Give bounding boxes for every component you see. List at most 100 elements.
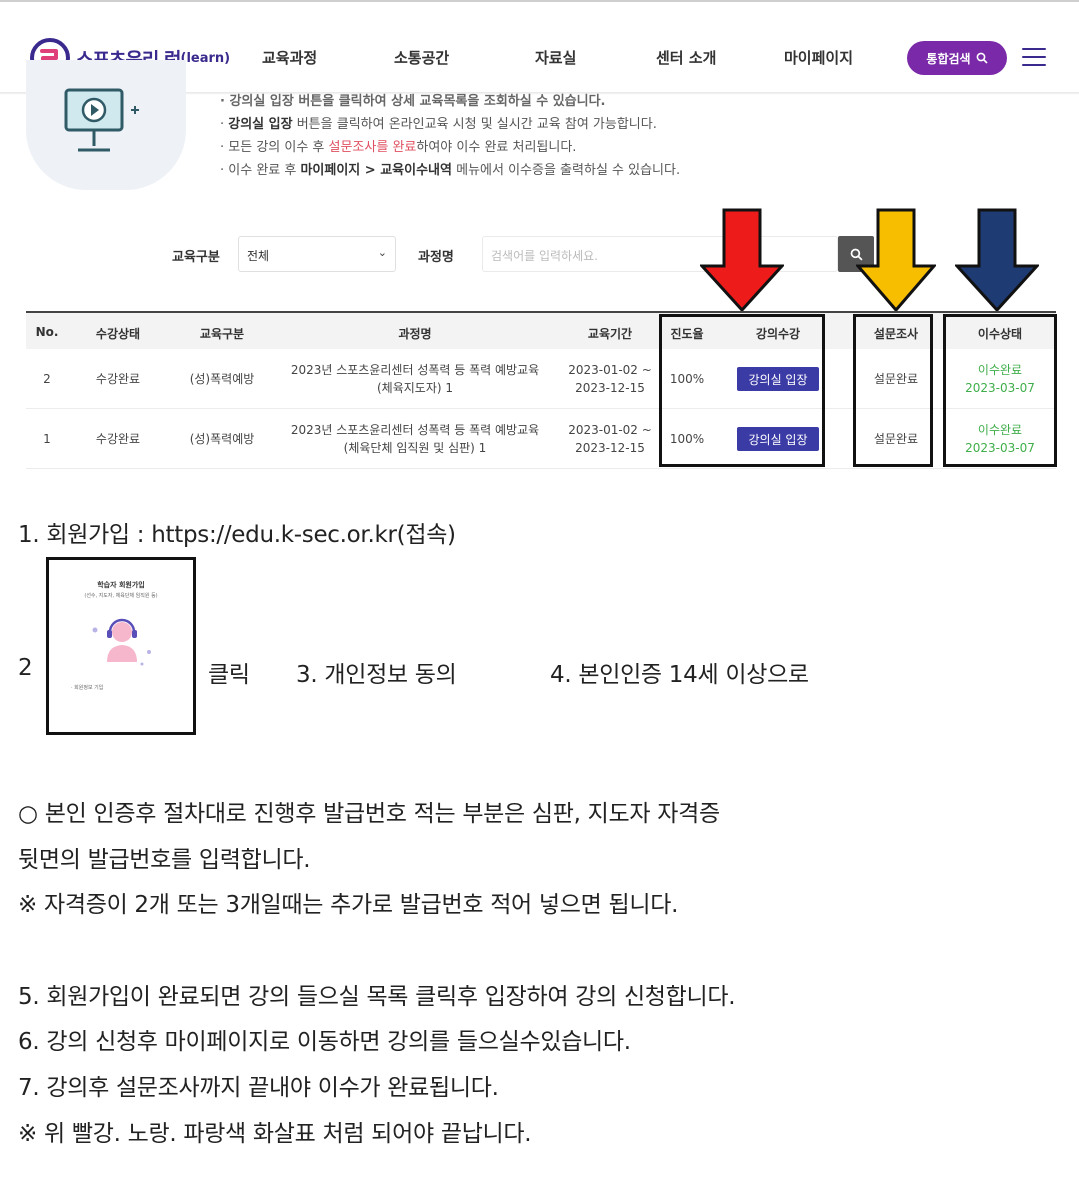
- row-course-title-line1: 2023년 스포츠윤리센터 성폭력 등 폭력 예방교육: [290, 363, 540, 377]
- enter-classroom-button[interactable]: 강의실 입장: [737, 427, 819, 451]
- thumbnail-subtitle: (선수, 지도자, 체육단체 임직원 등): [84, 593, 158, 599]
- logo-subtext: (learn): [180, 50, 231, 66]
- row-survey: 설문완료: [873, 432, 919, 446]
- intro-line-3-a: · 모든 강의 이수 후: [220, 140, 329, 155]
- integrated-search-button[interactable]: 통합검색: [907, 41, 1007, 75]
- row-period: 2023-01-02 ~ 2023-12-15: [568, 361, 652, 397]
- header-no: No.: [35, 325, 59, 339]
- note-line-4: ※ 위 빨강. 노랑. 파랑색 화살표 처럼 되어야 끝납니다.: [18, 1121, 532, 1147]
- blue-arrow-icon: [955, 208, 1039, 312]
- step-4-text: 4. 본인인증 14세 이상으로: [550, 662, 809, 688]
- intro-line-1: · 강의실 입장 버튼을 클릭하여 상세 교육목록을 조회하실 수 있습니다.: [220, 94, 606, 109]
- chevron-down-icon: ⌄: [377, 246, 387, 259]
- step-3-text: 3. 개인정보 동의: [296, 662, 457, 688]
- step-1-text: 1. 회원가입 : https://edu.k-sec.or.kr(접속): [18, 522, 456, 548]
- thumbnail-footer: · 회원정보 기입: [71, 685, 104, 691]
- intro-line-3-b: 하여야 이수 완료 처리됩니다.: [416, 140, 577, 155]
- header-lecture: 강의수강: [755, 327, 801, 341]
- thumbnail-title: 학습자 회원가입: [97, 581, 145, 589]
- intro-line-3: · 모든 강의 이수 후 설문조사를 완료하여야 이수 완료 처리됩니다.: [220, 136, 680, 159]
- search-icon: [976, 52, 988, 64]
- intro-line-4-bold: 마이페이지 > 교육이수내역: [300, 163, 452, 178]
- note-line-3: ※ 자격증이 2개 또는 3개일때는 추가로 발급번호 적어 넣으면 됩니다.: [18, 892, 679, 918]
- nav-center-intro[interactable]: 센터 소개: [656, 49, 717, 67]
- nav-mypage[interactable]: 마이페이지: [784, 49, 854, 67]
- nav-resources[interactable]: 자료실: [535, 49, 577, 67]
- progress-lecture-frame: [659, 314, 825, 467]
- row-period-start: 2023-01-02 ~: [568, 363, 652, 377]
- table-row: 1 수강완료 (성)폭력예방 2023년 스포츠윤리센터 성폭력 등 폭력 예방…: [26, 409, 1056, 469]
- row-completion-status: 이수완료: [977, 363, 1023, 377]
- table-row: 2 수강완료 (성)폭력예방 2023년 스포츠윤리센터 성폭력 등 폭력 예방…: [26, 349, 1056, 409]
- completion-frame: [943, 314, 1057, 467]
- integrated-search-label: 통합검색: [926, 51, 971, 66]
- step-2-number: 2: [18, 655, 33, 681]
- top-border: [0, 0, 1079, 2]
- row-progress: 100%: [669, 372, 705, 386]
- category-select-value: 전체: [247, 249, 270, 263]
- note-line-2: 뒷면의 발급번호를 입력합니다.: [18, 847, 311, 873]
- row-category: (성)폭력예방: [189, 432, 255, 446]
- table-header-row: No. 수강상태 교육구분 과정명 교육기간 진도율 강의수강 설문조사 이수상…: [26, 313, 1056, 349]
- site-header: 스포츠윤리 런 (learn) 교육과정 소통공간 자료실 센터 소개 마이페이…: [0, 30, 1079, 90]
- course-table: No. 수강상태 교육구분 과정명 교육기간 진도율 강의수강 설문조사 이수상…: [26, 311, 1056, 469]
- row-completion: 이수완료 2023-03-07: [965, 421, 1035, 457]
- header-progress: 진도율: [670, 327, 704, 341]
- row-completion-date: 2023-03-07: [965, 381, 1035, 395]
- row-course-title[interactable]: 2023년 스포츠윤리센터 성폭력 등 폭력 예방교육 (체육단체 임직원 및 …: [291, 421, 539, 457]
- step-7-text: 7. 강의후 설문조사까지 끝내야 이수가 완료됩니다.: [18, 1075, 499, 1101]
- intro-line-4-a: · 이수 완료 후: [220, 163, 301, 178]
- intro-guide-text: · 강의실 입장 버튼을 클릭하여 상세 교육목록을 조회하실 수 있습니다. …: [220, 90, 680, 182]
- note-line-1: ○ 본인 인증후 절차대로 진행후 발급번호 적는 부분은 심판, 지도자 자격…: [18, 801, 720, 827]
- intro-line-4: · 이수 완료 후 마이페이지 > 교육이수내역 메뉴에서 이수증을 출력하실 …: [220, 159, 680, 182]
- header-completion: 이수상태: [977, 327, 1023, 341]
- header-course-name: 과정명: [398, 327, 432, 341]
- intro-line-2-bold: 강의실 입장: [228, 117, 293, 132]
- row-completion-status: 이수완료: [977, 423, 1023, 437]
- row-status: 수강완료: [95, 432, 141, 446]
- row-course-title-line2: (체육단체 임직원 및 심판) 1: [343, 441, 487, 455]
- table-top-border: [26, 311, 1056, 313]
- headset-person-icon: [92, 618, 151, 666]
- row-progress: 100%: [669, 432, 705, 446]
- hamburger-menu-icon[interactable]: [1022, 48, 1046, 68]
- step-6-text: 6. 강의 신청후 마이페이지로 이동하면 강의를 들으실수있습니다.: [18, 1029, 631, 1055]
- monitor-play-icon: [64, 88, 139, 152]
- intro-line-2-rest: 버튼을 클릭하여 온라인교육 시청 및 실시간 교육 참여 가능합니다.: [292, 117, 657, 132]
- nav-courses[interactable]: 교육과정: [262, 49, 318, 67]
- row-status: 수강완료: [95, 372, 141, 386]
- row-completion-date: 2023-03-07: [965, 441, 1035, 455]
- row-survey: 설문완료: [873, 372, 919, 386]
- row-period-end: 2023-12-15: [575, 441, 645, 455]
- yellow-arrow-icon: [856, 208, 936, 312]
- nav-community[interactable]: 소통공간: [394, 49, 450, 67]
- header-survey: 설문조사: [873, 327, 919, 341]
- intro-line-2: · 강의실 입장 버튼을 클릭하여 온라인교육 시청 및 실시간 교육 참여 가…: [220, 117, 657, 132]
- survey-frame: [853, 314, 933, 467]
- header-category: 교육구분: [199, 327, 245, 341]
- header-status: 수강상태: [95, 327, 141, 341]
- enter-classroom-button[interactable]: 강의실 입장: [737, 367, 819, 391]
- row-category: (성)폭력예방: [189, 372, 255, 386]
- row-no: 1: [43, 432, 51, 446]
- course-search-input[interactable]: 검색어를 입력하세요.: [482, 236, 838, 272]
- step-5-text: 5. 회원가입이 완료되면 강의 들으실 목록 클릭후 입장하여 강의 신청합니…: [18, 984, 736, 1010]
- row-no: 2: [43, 372, 51, 386]
- step-2-click-text: 클릭: [208, 662, 250, 688]
- row-course-title-line2: (체육지도자) 1: [376, 381, 453, 395]
- row-completion: 이수완료 2023-03-07: [965, 361, 1035, 397]
- row-course-title[interactable]: 2023년 스포츠윤리센터 성폭력 등 폭력 예방교육 (체육지도자) 1: [291, 361, 539, 397]
- intro-line-3-highlight: 설문조사를 완료: [328, 140, 417, 155]
- learner-signup-thumbnail[interactable]: 학습자 회원가입 (선수, 지도자, 체육단체 임직원 등) · 회원정보 기입: [46, 557, 196, 735]
- row-course-title-line1: 2023년 스포츠윤리센터 성폭력 등 폭력 예방교육: [290, 423, 540, 437]
- category-select[interactable]: 전체 ⌄: [238, 236, 396, 272]
- course-name-label: 과정명: [418, 250, 454, 265]
- row-period-end: 2023-12-15: [575, 381, 645, 395]
- header-divider: [0, 92, 1079, 95]
- intro-line-4-c: 메뉴에서 이수증을 출력하실 수 있습니다.: [451, 163, 681, 178]
- search-icon: [850, 248, 863, 261]
- row-period: 2023-01-02 ~ 2023-12-15: [568, 421, 652, 457]
- category-label: 교육구분: [172, 250, 220, 265]
- red-arrow-icon: [700, 208, 784, 312]
- header-period: 교육기간: [587, 327, 633, 341]
